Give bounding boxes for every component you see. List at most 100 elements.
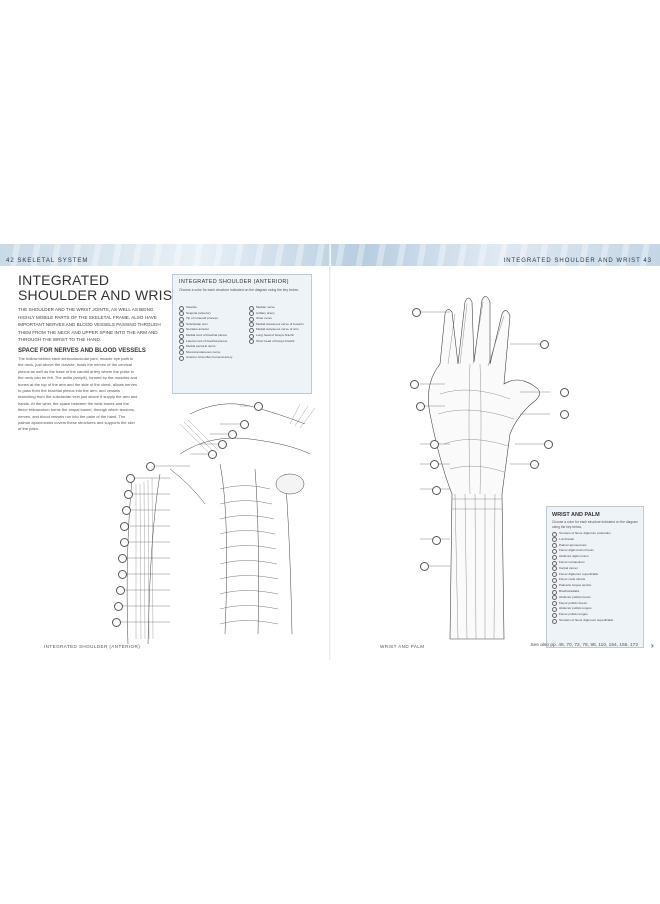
checkbox-icon[interactable]: [179, 311, 184, 317]
callout-marker[interactable]: [114, 602, 123, 611]
key-item[interactable]: Tip of coracoid process: [179, 316, 243, 322]
checkbox-icon[interactable]: [179, 355, 184, 361]
callout-marker[interactable]: [228, 430, 237, 439]
key-item[interactable]: Medial cord of brachial plexus: [179, 333, 243, 339]
callout-marker[interactable]: [432, 536, 441, 545]
callout-marker[interactable]: [416, 402, 425, 411]
key-item[interactable]: Short head of biceps brachii: [249, 339, 307, 345]
key-item[interactable]: Flexor digitorum superficialis: [552, 572, 613, 578]
key-item[interactable]: Brachioradialis: [552, 589, 613, 595]
checkbox-icon[interactable]: [249, 327, 254, 333]
callout-marker[interactable]: [420, 562, 429, 571]
key-item[interactable]: Tendons of flexor digitorum superficiali…: [552, 618, 613, 624]
checkbox-icon[interactable]: [552, 601, 557, 607]
callout-marker[interactable]: [116, 586, 125, 595]
checkbox-icon[interactable]: [179, 322, 184, 328]
callout-marker[interactable]: [430, 460, 439, 469]
callout-marker[interactable]: [560, 388, 569, 397]
checkbox-icon[interactable]: [249, 339, 254, 345]
callout-marker[interactable]: [254, 402, 263, 411]
callout-marker[interactable]: [530, 460, 539, 469]
key-item[interactable]: Serratus anterior: [179, 327, 243, 333]
callout-marker[interactable]: [432, 486, 441, 495]
page-gutter: [329, 244, 331, 660]
checkbox-icon[interactable]: [249, 305, 254, 311]
checkbox-icon[interactable]: [552, 566, 557, 572]
key-item[interactable]: Musculocutaneous nerve: [179, 350, 243, 356]
key-item[interactable]: Scapula (anterior): [179, 311, 243, 317]
key-item[interactable]: Flexor pollicis longus: [552, 612, 613, 618]
key-item[interactable]: Tendons of flexor digitorum profundus: [552, 531, 613, 537]
callout-marker[interactable]: [124, 490, 133, 499]
checkbox-icon[interactable]: [552, 612, 557, 618]
checkbox-icon[interactable]: [552, 548, 557, 554]
checkbox-icon[interactable]: [552, 537, 557, 543]
checkbox-icon[interactable]: [552, 583, 557, 589]
checkbox-icon[interactable]: [179, 344, 184, 350]
key-item[interactable]: Abductor pollicis brevis: [552, 595, 613, 601]
checkbox-icon[interactable]: [179, 339, 184, 345]
callout-marker[interactable]: [120, 522, 129, 531]
callout-marker[interactable]: [112, 618, 121, 627]
checkbox-icon[interactable]: [552, 589, 557, 595]
checkbox-icon[interactable]: [179, 333, 184, 339]
shoulder-key-title: INTEGRATED SHOULDER (ANTERIOR): [179, 279, 289, 285]
checkbox-icon[interactable]: [552, 577, 557, 583]
callout-marker[interactable]: [410, 380, 419, 389]
checkbox-icon[interactable]: [552, 560, 557, 566]
callout-marker[interactable]: [120, 538, 129, 547]
key-item[interactable]: Long head of biceps brachii: [249, 333, 307, 339]
key-item[interactable]: Axillary artery: [249, 311, 307, 317]
checkbox-icon[interactable]: [249, 333, 254, 339]
checkbox-icon[interactable]: [552, 618, 557, 624]
key-item[interactable]: Anterior circumflex humeral artery: [179, 355, 243, 361]
callout-marker[interactable]: [126, 474, 135, 483]
key-item[interactable]: Lateral cord of brachial plexus: [179, 339, 243, 345]
callout-marker[interactable]: [208, 450, 217, 459]
key-item[interactable]: Flexor retinaculum: [552, 560, 613, 566]
checkbox-icon[interactable]: [179, 327, 184, 333]
key-item[interactable]: Medial pectoral nerve: [179, 344, 243, 350]
checkbox-icon[interactable]: [249, 311, 254, 317]
callout-marker[interactable]: [118, 554, 127, 563]
key-item[interactable]: Subclavian vein: [179, 322, 243, 328]
checkbox-icon[interactable]: [552, 531, 557, 537]
key-item[interactable]: Palmaris longus tendon: [552, 583, 613, 589]
key-item[interactable]: Clavicle: [179, 305, 243, 311]
running-header-left: 42 SKELETAL SYSTEM: [6, 258, 89, 264]
checkbox-icon[interactable]: [179, 350, 184, 356]
callout-marker[interactable]: [540, 340, 549, 349]
key-item[interactable]: Flexor digiti minimi brevis: [552, 548, 613, 554]
checkbox-icon[interactable]: [552, 595, 557, 601]
checkbox-icon[interactable]: [179, 316, 184, 322]
checkbox-icon[interactable]: [249, 316, 254, 322]
checkbox-icon[interactable]: [552, 554, 557, 560]
next-page-arrow-icon[interactable]: ››: [650, 641, 655, 650]
checkbox-icon[interactable]: [179, 305, 184, 311]
checkbox-icon[interactable]: [552, 543, 557, 549]
callout-marker[interactable]: [146, 462, 155, 471]
key-item[interactable]: Palmar aponeurosis: [552, 543, 613, 549]
callout-marker[interactable]: [240, 420, 249, 429]
callout-marker[interactable]: [118, 570, 127, 579]
checkbox-icon[interactable]: [249, 322, 254, 328]
key-item[interactable]: Flexor pollicis brevis: [552, 601, 613, 607]
key-item[interactable]: Abductor pollicis longus: [552, 606, 613, 612]
see-also-reference: See also pp. 46, 70, 72, 78, 98, 110, 15…: [530, 643, 638, 648]
key-item[interactable]: Medial cutaneous nerve of forearm: [249, 322, 307, 328]
key-item[interactable]: Lumbricals: [552, 537, 613, 543]
key-item[interactable]: Medial cutaneous nerve of arm: [249, 327, 307, 333]
checkbox-icon[interactable]: [552, 606, 557, 612]
callout-marker[interactable]: [560, 410, 569, 419]
key-item[interactable]: Abductor digiti minimi: [552, 554, 613, 560]
key-item[interactable]: Carpal tunnel: [552, 566, 613, 572]
key-item[interactable]: Flexor carpi ulnaris: [552, 577, 613, 583]
key-item[interactable]: Median nerve: [249, 305, 307, 311]
checkbox-icon[interactable]: [552, 572, 557, 578]
key-item[interactable]: Ulnar nerve: [249, 316, 307, 322]
callout-marker[interactable]: [412, 308, 421, 317]
callout-marker[interactable]: [544, 440, 553, 449]
callout-marker[interactable]: [430, 440, 439, 449]
callout-marker[interactable]: [218, 440, 227, 449]
callout-marker[interactable]: [122, 506, 131, 515]
